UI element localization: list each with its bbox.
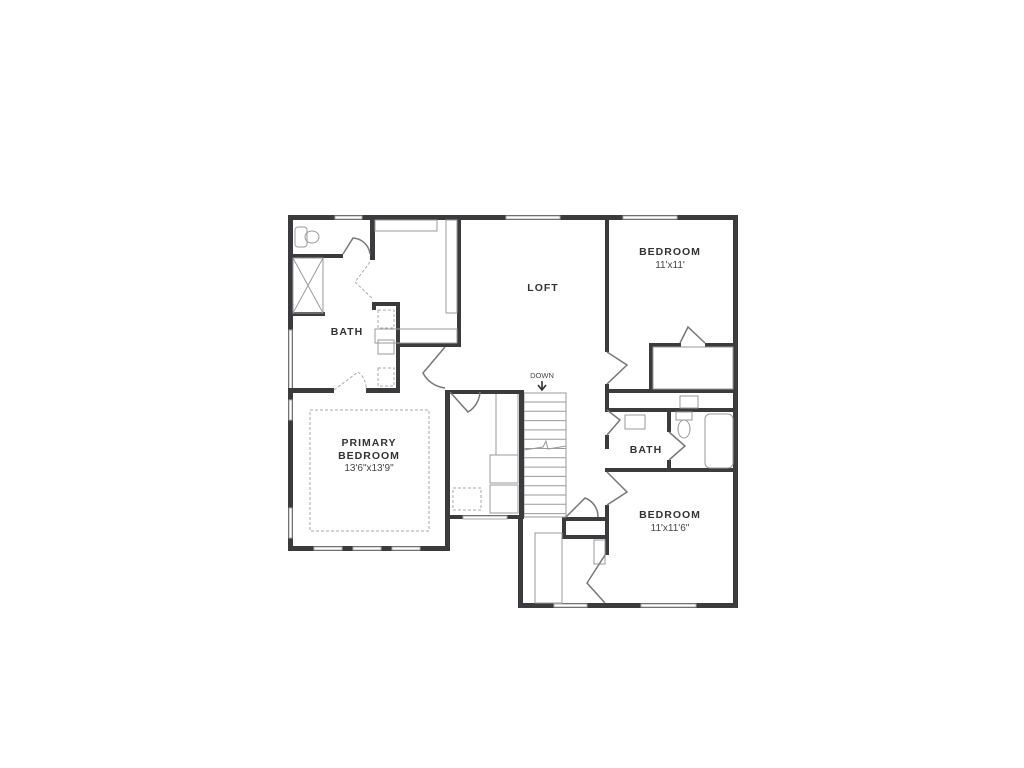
dryer-icon (489, 484, 519, 514)
sink-icon (624, 414, 646, 430)
room-size-primary-bedroom: 13'6"x13'9" (344, 463, 394, 474)
stairs (445, 390, 567, 519)
sink-icon (377, 309, 395, 329)
interior-walls (288, 215, 738, 555)
stair-wall (519, 390, 524, 519)
stair-break-line (523, 439, 567, 451)
room-label-bedroom-1: BEDROOM (639, 246, 701, 258)
room-label-bath-2: BATH (630, 444, 662, 456)
toilet-icon (294, 226, 308, 248)
shower-icon (292, 257, 324, 314)
doors (333, 237, 706, 604)
room-size-bedroom-2: 11'x11'6" (651, 523, 690, 534)
arrow-down-icon (537, 381, 547, 392)
room-label-bedroom-2: BEDROOM (639, 509, 701, 521)
room-label-primary-bath: BATH (331, 326, 363, 338)
laundry-top-wall (445, 390, 524, 394)
room-size-bedroom-1: 11'x11' (655, 260, 685, 271)
stairs-down-label: DOWN (530, 371, 554, 380)
room-label-loft: LOFT (527, 282, 558, 294)
windows (288, 215, 697, 608)
toilet-icon (675, 411, 693, 421)
washer-icon (489, 454, 519, 484)
bathtub-icon (704, 413, 734, 469)
room-label-primary-bedroom-2: BEDROOM (338, 450, 400, 462)
fixtures (292, 219, 734, 604)
room-label-primary-bedroom: PRIMARY (341, 437, 396, 449)
